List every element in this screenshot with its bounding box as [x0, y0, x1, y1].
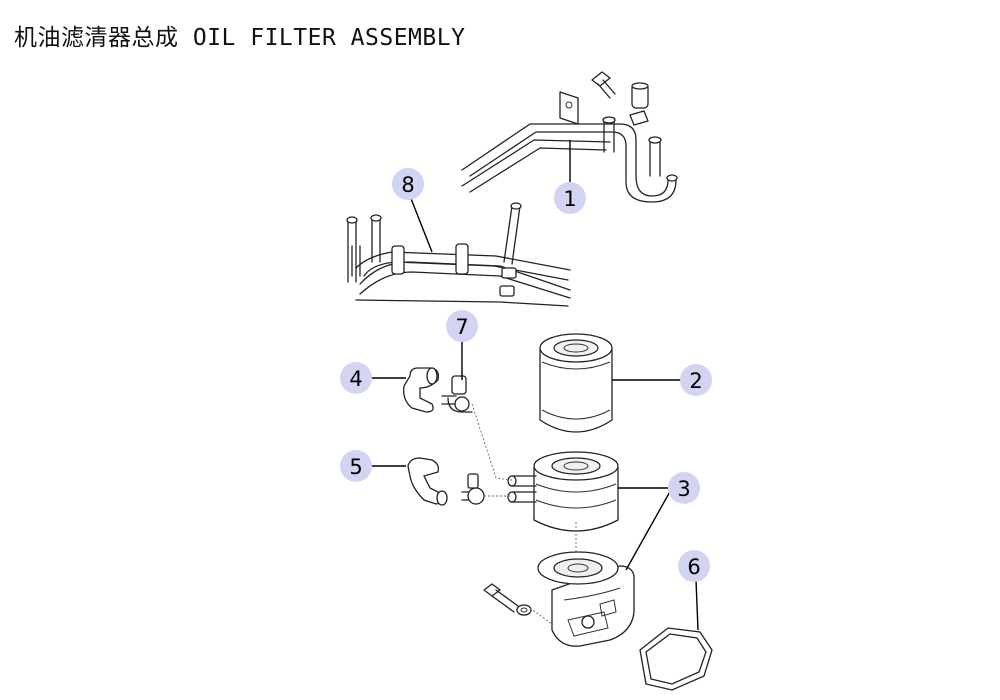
part-5-lower-hose — [407, 457, 485, 506]
part-4-upper-hose — [403, 367, 440, 413]
oil-filter-housing — [483, 551, 635, 647]
callout-3-label: 3 — [677, 477, 690, 501]
callout-5-label: 5 — [349, 455, 362, 479]
callout-6: 6 — [678, 550, 710, 582]
callout-5: 5 — [340, 450, 372, 482]
callout-2-label: 2 — [689, 369, 702, 393]
part-2-oil-filter — [539, 333, 613, 433]
callout-7-label: 7 — [455, 315, 468, 339]
callout-2: 2 — [680, 364, 712, 396]
part-3-oil-cooler — [507, 451, 619, 532]
part-1-upper-pipe-assembly — [461, 71, 678, 203]
leader-lines — [370, 140, 699, 631]
callout-4-label: 4 — [349, 367, 362, 391]
callout-1: 1 — [554, 182, 586, 214]
callout-1-label: 1 — [563, 187, 576, 211]
assembly-guide-lines — [471, 403, 577, 625]
callout-3: 3 — [668, 472, 700, 504]
part-8-lower-pipe-assembly — [346, 202, 571, 307]
page-title: 机油滤清器总成 OIL FILTER ASSEMBLY — [14, 25, 466, 51]
part-6-gasket — [639, 627, 713, 691]
callout-6-label: 6 — [687, 555, 700, 579]
callout-8: 8 — [392, 168, 424, 200]
part-7-elbow-fitting — [441, 375, 473, 413]
callout-4: 4 — [340, 362, 372, 394]
callout-8-label: 8 — [401, 173, 414, 197]
callout-7: 7 — [446, 310, 478, 342]
